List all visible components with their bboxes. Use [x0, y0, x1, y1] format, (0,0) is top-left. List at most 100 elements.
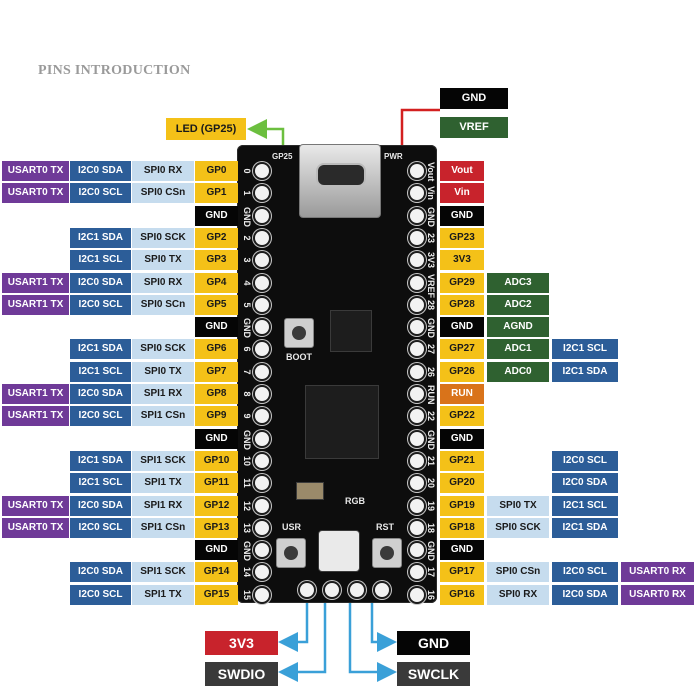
right-pin-0-col0: Vout: [440, 161, 484, 181]
right-pin-number: 17: [426, 567, 436, 578]
flash-chip: [330, 310, 372, 352]
left-pin-5-col1: I2C0 SDA: [70, 272, 131, 293]
left-pin-19-col2: SPI1 TX: [132, 584, 194, 605]
left-pin-6-col0: USART1 TX: [2, 294, 69, 315]
right-pin-number: 26: [426, 366, 436, 377]
right-pin-4-col0: 3V3: [440, 250, 484, 271]
left-pin-7-col3: GND: [195, 317, 238, 338]
left-pin-0-col1: I2C0 SDA: [70, 161, 131, 181]
left-pin-4-col3: GP3: [195, 250, 238, 271]
bottom-3v3-label: 3V3: [205, 631, 278, 655]
left-pin-6-col3: GP5: [195, 294, 238, 315]
right-pin-9-col0: GP26: [440, 361, 484, 382]
left-pin-3-col2: SPI0 SCK: [132, 227, 194, 248]
left-pin-6-col2: SPI0 SCn: [132, 294, 194, 315]
left-pin-8-col3: GP6: [195, 339, 238, 360]
left-pin-13-col3: GP10: [195, 450, 238, 471]
right-pin-16-col1: SPI0 SCK: [487, 517, 549, 538]
left-pin-hole: [255, 253, 269, 268]
left-pin-8-col2: SPI0 SCK: [132, 339, 194, 360]
left-pin-number: 4: [242, 279, 252, 285]
usr-silk: USR: [282, 522, 302, 532]
right-pin-hole: [410, 253, 424, 268]
usr-button[interactable]: [276, 538, 306, 568]
left-pin-hole: [255, 364, 269, 379]
right-pin-hole: [410, 587, 424, 602]
right-pin-number: 21: [426, 455, 436, 466]
left-pin-10-col1: I2C0 SDA: [70, 384, 131, 404]
left-pin-15-col1: I2C0 SDA: [70, 495, 131, 516]
left-pin-16-col3: GP13: [195, 517, 238, 538]
left-pin-11-col1: I2C0 SCL: [70, 406, 131, 427]
right-pin-5-col1: ADC3: [487, 272, 549, 293]
left-pin-number: 12: [242, 500, 252, 511]
left-pin-hole: [255, 476, 269, 491]
rgb-led: [318, 530, 360, 572]
left-pin-13-col2: SPI1 SCK: [132, 450, 194, 471]
left-pin-number: 10: [242, 455, 252, 466]
right-pin-hole: [410, 275, 424, 290]
left-pin-19-col1: I2C0 SCL: [70, 584, 131, 605]
boot-silk: BOOT: [286, 352, 312, 362]
left-pin-14-col2: SPI1 TX: [132, 473, 194, 494]
left-pin-18-col2: SPI1 SCK: [132, 562, 194, 583]
left-pin-hole: [255, 587, 269, 602]
left-pin-number: 3: [242, 257, 252, 263]
arrow-swdio: [278, 598, 327, 682]
arrow-3v3: [278, 598, 309, 652]
left-pin-number: GND: [242, 318, 252, 339]
right-pin-15-col1: SPI0 TX: [487, 495, 549, 516]
swd-pin-hole: [300, 583, 314, 597]
right-pin-16-col0: GP18: [440, 517, 484, 538]
right-pin-number: 20: [426, 478, 436, 489]
right-pin-number: Vin: [426, 186, 436, 201]
boot-button[interactable]: [284, 318, 314, 348]
top-vref-label: VREF: [440, 117, 508, 138]
right-pin-number: 22: [426, 411, 436, 422]
left-pin-15-col2: SPI1 RX: [132, 495, 194, 516]
swd-pin-hole: [325, 583, 339, 597]
left-pin-1-col1: I2C0 SCL: [70, 183, 131, 204]
right-pin-13-col2: I2C0 SCL: [552, 450, 618, 471]
left-pin-hole: [255, 275, 269, 290]
left-pin-6-col1: I2C0 SCL: [70, 294, 131, 315]
left-pin-8-col1: I2C1 SDA: [70, 339, 131, 360]
left-pin-4-col2: SPI0 TX: [132, 250, 194, 271]
left-pin-9-col3: GP7: [195, 361, 238, 382]
left-pin-number: 7: [242, 369, 252, 375]
right-pin-3-col0: GP23: [440, 227, 484, 248]
left-pin-hole: [255, 498, 269, 513]
left-pin-number: 0: [242, 168, 252, 174]
right-pin-number: GND: [426, 429, 436, 450]
right-pin-9-col2: I2C1 SDA: [552, 361, 618, 382]
left-pin-hole: [255, 453, 269, 468]
left-pin-number: 11: [242, 478, 252, 488]
left-pin-0-col0: USART0 TX: [2, 161, 69, 181]
right-pin-hole: [410, 186, 424, 201]
left-pin-9-col1: I2C1 SCL: [70, 361, 131, 382]
right-pin-hole: [410, 431, 424, 446]
board: [237, 145, 437, 603]
right-pin-number: 3V3: [426, 252, 436, 269]
right-pin-6-col0: GP28: [440, 294, 484, 315]
right-pin-7-col1: AGND: [487, 317, 549, 338]
right-pin-number: 16: [426, 589, 436, 600]
right-pin-8-col2: I2C1 SCL: [552, 339, 618, 360]
left-pin-number: 9: [242, 413, 252, 419]
left-pin-hole: [255, 543, 269, 558]
left-pin-14-col3: GP11: [195, 473, 238, 494]
left-pin-hole: [255, 297, 269, 312]
left-pin-hole: [255, 565, 269, 580]
right-pin-19-col0: GP16: [440, 584, 484, 605]
gp25-silk: GP25: [272, 152, 293, 161]
left-pin-5-col0: USART1 TX: [2, 272, 69, 293]
right-pin-19-col2: I2C0 SDA: [552, 584, 618, 605]
left-pin-18-col3: GP14: [195, 562, 238, 583]
right-pin-8-col1: ADC1: [487, 339, 549, 360]
left-pin-4-col1: I2C1 SCL: [70, 250, 131, 271]
right-pin-number: GND: [426, 541, 436, 562]
left-pin-10-col2: SPI1 RX: [132, 384, 194, 404]
right-pin-number: GND: [426, 318, 436, 339]
rst-button[interactable]: [372, 538, 402, 568]
